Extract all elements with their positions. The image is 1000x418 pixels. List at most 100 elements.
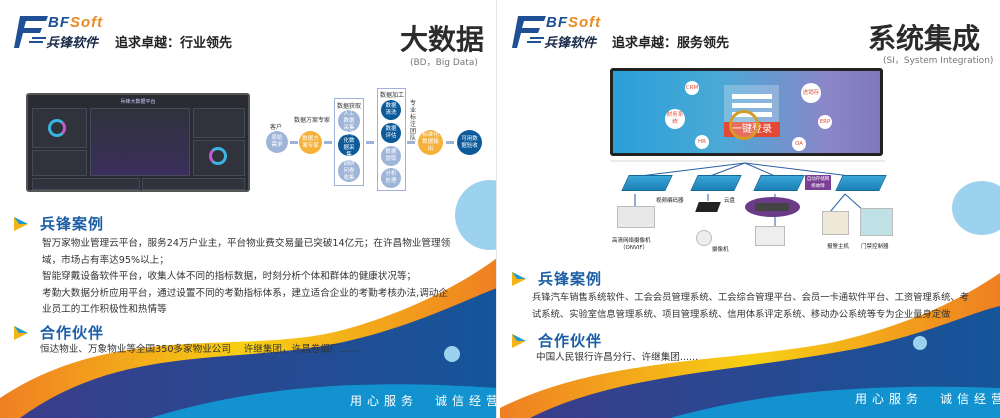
- case-line: 域，市场占有率达95%以上；: [42, 254, 169, 266]
- ip-camera-image: [617, 206, 655, 228]
- case-line: 试系统、实验室信息管理系统、项目管理系统、信用体系评定系统、移动办公系统等专为企…: [532, 308, 951, 320]
- network-switch-icon: [690, 175, 742, 191]
- section-arrow-icon: [14, 216, 28, 231]
- logo-en-prefix: BF: [546, 14, 568, 31]
- network-switch-icon: [753, 175, 805, 191]
- access-label: 门禁控制器: [861, 244, 889, 250]
- logo-en-prefix: BF: [48, 14, 70, 31]
- section-arrow-icon: [14, 325, 28, 340]
- partners-heading: 合作伙伴: [512, 330, 602, 351]
- slogan: 用心服务 诚信经营: [350, 394, 497, 408]
- tagline: 追求卓越：行业领先: [115, 36, 233, 51]
- flow-process-label: 数据加工: [380, 92, 405, 99]
- flow-arrow: [290, 141, 298, 144]
- decor-circle: [952, 181, 1000, 235]
- video-encoder-icon: [695, 202, 721, 212]
- dashboard-widget: [193, 108, 245, 138]
- system-bubble: 进销存: [801, 83, 821, 103]
- flow-expert-label: 数据方案专家: [294, 117, 331, 124]
- single-sign-on-screen: CRM 进销存 财务系统 ERP HR OA 一键登录: [610, 68, 883, 156]
- dashboard-widget: [32, 178, 140, 190]
- alarm-label: 报警主机: [827, 244, 850, 250]
- network-switch-icon: [835, 175, 887, 191]
- dashboard-city-view: [90, 108, 190, 176]
- username-field: [732, 94, 772, 99]
- cases-heading: 兵锋案例: [14, 213, 104, 234]
- flow-acquire-label: 数据获取: [337, 103, 362, 110]
- flow-node: 人工数据采集: [338, 110, 360, 132]
- flow-node: 数据清洗: [381, 100, 401, 120]
- flow-node: 可用数据验收: [457, 130, 482, 155]
- flow-node: 分析处理: [381, 168, 401, 188]
- flow-node: 数据提取: [381, 146, 401, 166]
- cases-heading: 兵锋案例: [512, 268, 602, 289]
- camera-group-image: [755, 226, 785, 246]
- alarm-host-icon: [822, 211, 849, 235]
- page-subtitle: (SI，System Integration): [883, 56, 994, 66]
- encoder-label: 视频编码器: [656, 198, 684, 204]
- footer-wave: [500, 273, 1000, 418]
- partners-heading: 合作伙伴: [14, 322, 104, 343]
- bfsoft-logo: BFSoft 兵锋软件: [512, 14, 604, 51]
- case-line: 智万家物业管理云平台，服务24万户业主，平台物业费交易量已突破14亿元；在许昌物…: [42, 238, 451, 249]
- flow-acquire-group: [334, 98, 364, 186]
- dome-camera-icon: [696, 230, 712, 246]
- page-title: 系统集成: [868, 22, 981, 55]
- logo-f-icon: [512, 16, 546, 48]
- logo-f-icon: [14, 16, 48, 48]
- case-line: 兵锋汽车销售系统软件、工会会员管理系统、工会综合管理平台、会员一卡通软件平台、工…: [532, 292, 969, 303]
- ip-camera-sublabel: （ONVIF）: [620, 245, 648, 251]
- flow-customer-label: 客户: [270, 124, 283, 131]
- partners-text: 中国人民银行许昌分行、许继集团......: [536, 352, 699, 363]
- case-line: 业员工的工作积极性和热情等: [42, 304, 167, 315]
- cases-title: 兵锋案例: [40, 215, 105, 233]
- flow-arrow: [407, 141, 415, 144]
- flow-node: 调研问卷收集: [338, 160, 360, 182]
- page-title: 大数据: [400, 23, 485, 56]
- cases-text: 兵锋汽车销售系统软件、工会会员管理系统、工会综合管理平台、会员一卡通软件平台、工…: [532, 290, 997, 323]
- partners-title: 合作伙伴: [538, 332, 603, 350]
- flow-node: 数据方案专家: [299, 131, 322, 154]
- ip-camera-label: 高清网络摄像机: [612, 238, 651, 244]
- case-line: 智能穿戴设备软件平台，收集人体不同的指标数据，时刻分析个体和群体的健康状况等；: [42, 271, 417, 282]
- flow-arrow: [324, 141, 332, 144]
- partners-text: 恒达物业、万象物业等全国350多家物业公司 许继集团，许昌卷烟厂......: [40, 344, 358, 355]
- password-field: [732, 103, 772, 108]
- network-switch-icon: [621, 175, 673, 191]
- system-bubble: CRM: [685, 81, 699, 95]
- camera-label: 摄像机: [712, 247, 729, 253]
- logo-en-suffix: Soft: [70, 14, 104, 31]
- footer-wave: [0, 258, 496, 418]
- access-controller-icon: [860, 208, 893, 236]
- system-bubble: HR: [695, 135, 709, 149]
- cloud-label: 云盘: [724, 198, 736, 204]
- section-arrow-icon: [512, 271, 526, 286]
- partners-title: 合作伙伴: [40, 324, 105, 342]
- system-integration-panel: BFSoft 兵锋软件 追求卓越：服务领先 系统集成 (SI，System In…: [500, 0, 1000, 418]
- dashboard-title: 兵锋大数据平台: [120, 99, 156, 105]
- donut-chart: [209, 147, 227, 165]
- flow-node: 自动化数据采集: [338, 131, 360, 158]
- section-arrow-icon: [512, 333, 526, 348]
- magnifier-icon: [729, 110, 759, 140]
- system-bubble: OA: [792, 137, 806, 151]
- system-bubble: ERP: [818, 115, 832, 129]
- storage-fault-box: 自动存储网络故障: [805, 175, 831, 190]
- flow-team-label: 专业标注团队: [410, 100, 417, 142]
- dashboard-widget: [32, 150, 87, 176]
- logo-en-suffix: Soft: [568, 14, 602, 31]
- system-bubble: 财务系统: [665, 109, 685, 129]
- page-subtitle: (BD，Big Data): [410, 58, 478, 68]
- logo-cn: 兵锋软件: [46, 36, 99, 51]
- dashboard-screenshot: 兵锋大数据平台: [26, 93, 250, 192]
- bfsoft-logo: BFSoft 兵锋软件: [14, 14, 106, 51]
- nas-storage-icon: [745, 197, 800, 217]
- tagline: 追求卓越：服务领先: [612, 36, 730, 51]
- dashboard-widget: [142, 178, 245, 190]
- flow-node: 原始需求: [266, 131, 288, 153]
- flow-arrow: [366, 141, 374, 144]
- case-line: 考勤大数据分析应用平台，通过设置不同的考勤指标体系，建立适合企业的考勤考核办法,…: [42, 287, 448, 299]
- flow-process-group: [377, 88, 406, 191]
- cases-text: 智万家物业管理云平台，服务24万户业主，平台物业费交易量已突破14亿元；在许昌物…: [42, 236, 482, 319]
- cases-title: 兵锋案例: [538, 270, 603, 288]
